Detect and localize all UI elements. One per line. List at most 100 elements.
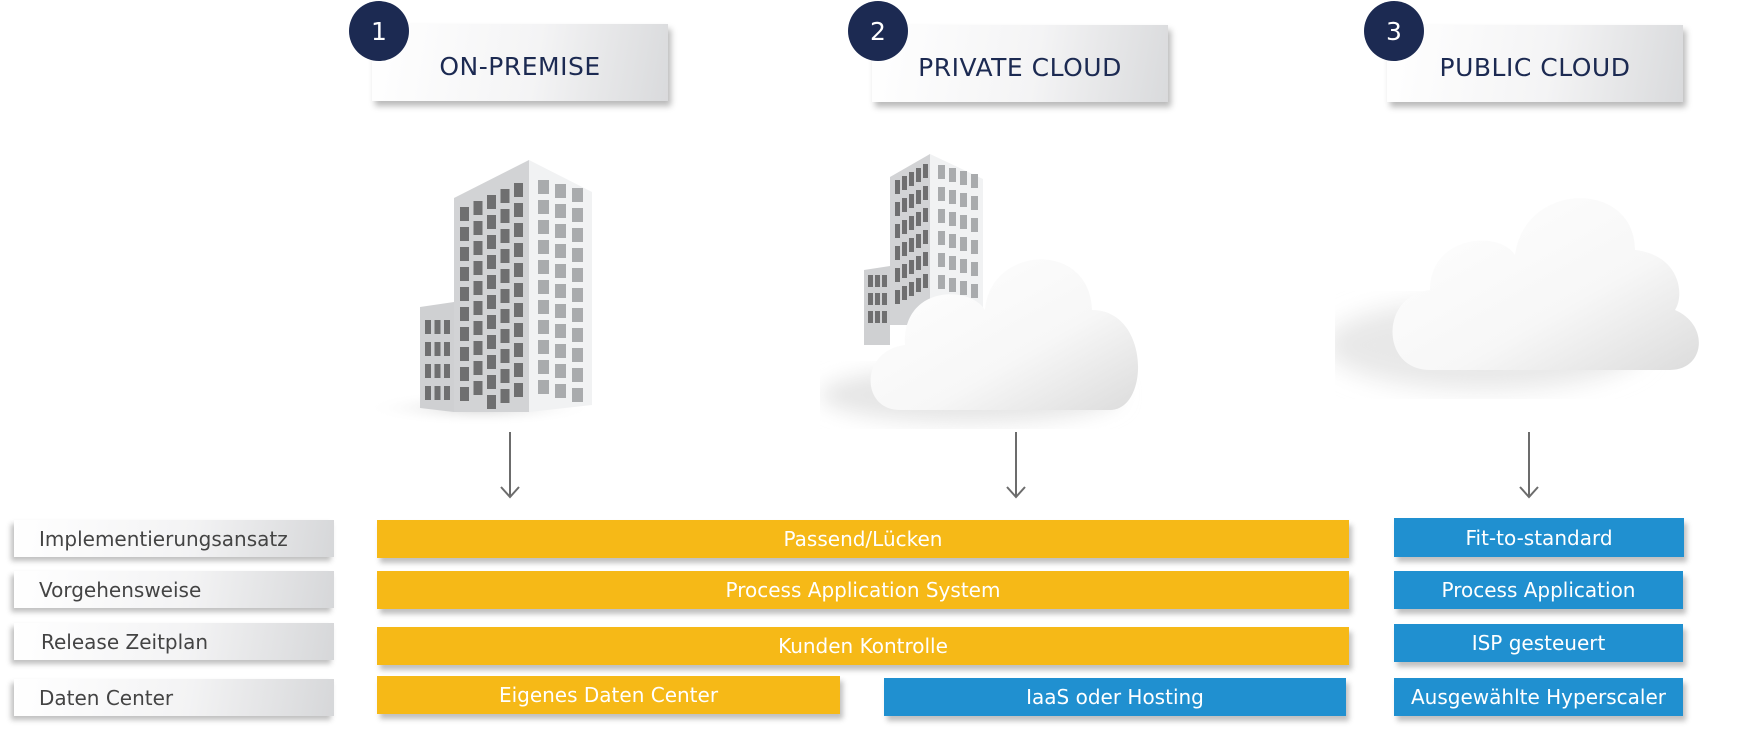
window [460,327,469,341]
window [960,215,967,229]
bar-iaas-oder-hosting: IaaS oder Hosting [884,678,1346,716]
row-label-daten-center: Daten Center [14,679,334,716]
arrow-down-icon [500,432,520,499]
window [487,355,496,369]
bar-process-application-system: Process Application System [377,571,1349,609]
window [514,243,523,257]
window [538,320,549,334]
window [875,275,880,287]
window [538,380,549,394]
window [444,342,450,356]
window [868,293,873,305]
window [572,348,583,362]
header-title: PRIVATE CLOUD [918,53,1122,82]
window [538,300,549,314]
window [487,315,496,329]
window [960,193,967,207]
window [971,284,978,298]
window [555,224,566,238]
window [572,228,583,242]
window [902,286,907,300]
bar-ausgewaehlte-hyperscaler: Ausgewählte Hyperscaler [1394,678,1683,716]
window [514,203,523,217]
window [487,375,496,389]
window [971,196,978,210]
window [916,234,921,248]
window [909,216,914,230]
window [514,283,523,297]
window [460,287,469,301]
window [960,281,967,295]
window [487,335,496,349]
window [916,256,921,270]
window [555,364,566,378]
window [514,263,523,277]
row-label-vorgehensweise: Vorgehensweise [14,571,334,608]
window [460,267,469,281]
window [460,247,469,261]
window [555,244,566,258]
window [572,208,583,222]
window [938,231,945,245]
bar-kunden-kontrolle: Kunden Kontrolle [377,627,1349,665]
window [425,320,431,334]
window [473,261,483,275]
window [473,241,483,255]
window [938,187,945,201]
window [572,308,583,322]
window [538,220,549,234]
window [923,252,928,266]
window [500,249,510,263]
window [514,303,523,317]
window [538,280,549,294]
window [425,364,431,378]
window [971,174,978,188]
window [882,293,887,305]
window [473,381,483,395]
window [487,215,496,229]
window [902,176,907,190]
window [500,309,510,323]
bar-isp-gesteuert: ISP gesteuert [1394,624,1683,662]
window [916,212,921,226]
bar-fit-to-standard: Fit-to-standard [1394,518,1684,557]
window [538,180,549,194]
window [555,264,566,278]
window [923,186,928,200]
window [923,208,928,222]
window [434,364,441,378]
window [923,230,928,244]
window [538,260,549,274]
window [875,293,880,305]
window [434,342,441,356]
window [500,369,510,383]
window [444,320,450,334]
header-title: PUBLIC CLOUD [1439,53,1631,82]
window [902,242,907,256]
window [916,190,921,204]
window [916,168,921,182]
window [500,289,510,303]
window [487,295,496,309]
window [473,281,483,295]
window [868,311,873,323]
step-badge-2: 2 [848,1,908,61]
window [514,343,523,357]
window [875,311,880,323]
window [473,341,483,355]
window [572,248,583,262]
window [555,204,566,218]
window [572,328,583,342]
cloud-icon [1335,198,1699,390]
window [971,218,978,232]
window [538,360,549,374]
window [572,268,583,282]
window [487,395,496,409]
window [473,201,483,215]
window [909,194,914,208]
window [487,255,496,269]
window [960,171,967,185]
row-label-implementierungsansatz: Implementierungsansatz [14,520,334,557]
arrow-down-icon [1519,432,1539,499]
window [460,347,469,361]
